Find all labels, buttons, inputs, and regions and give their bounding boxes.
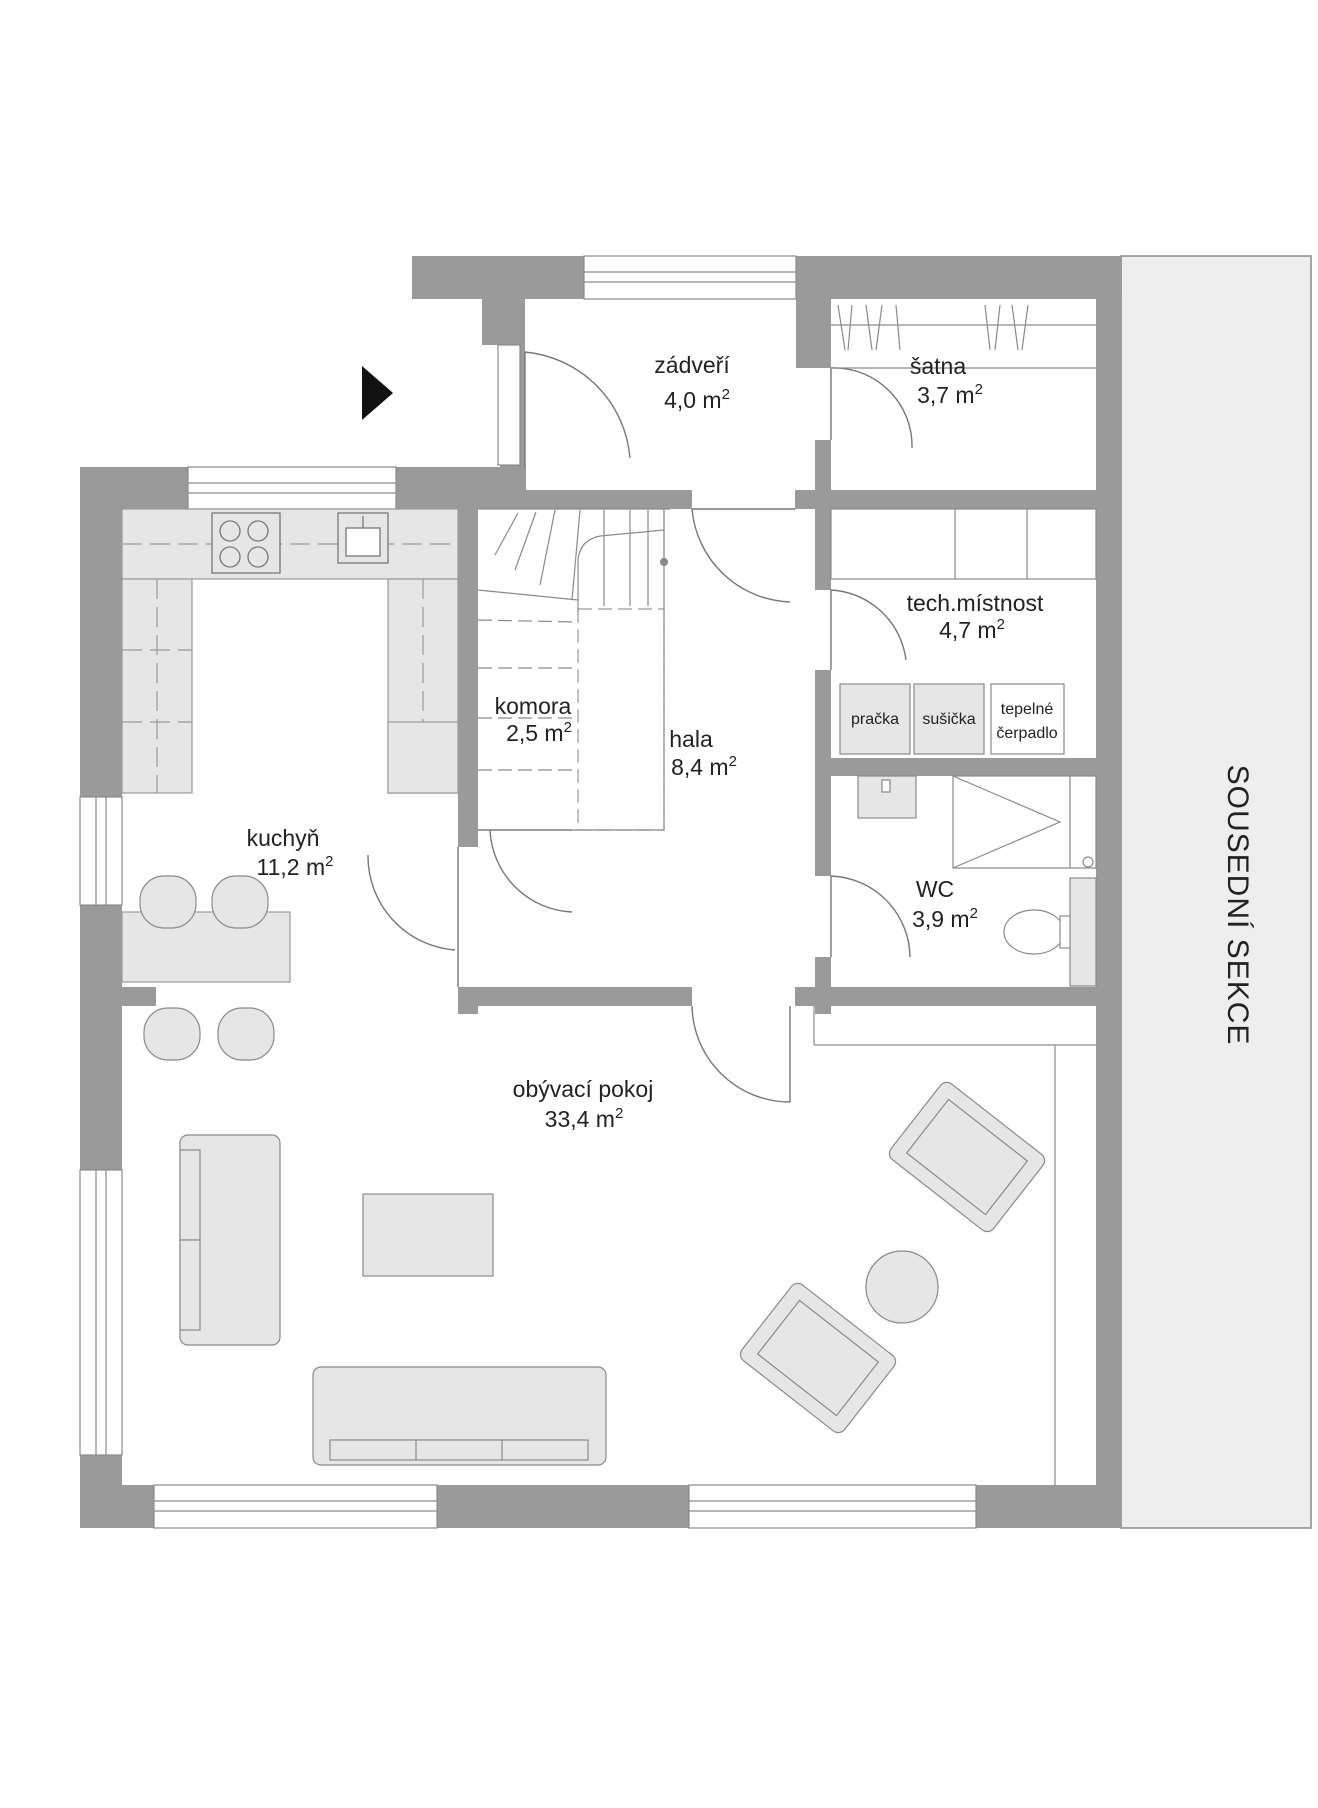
room-kuchyn-area: 11,2 m2 xyxy=(257,853,334,880)
wc-fixtures xyxy=(857,775,1097,987)
heat-pump-label-1: tepelné xyxy=(1001,701,1054,718)
room-komora-area: 2,5 m2 xyxy=(506,719,572,746)
washer xyxy=(839,683,911,755)
heat-pump xyxy=(990,683,1065,755)
room-zadveri-name: zádveří xyxy=(654,352,730,378)
tech-cabinets xyxy=(830,508,1097,580)
neighbour-section-label: SOUSEDNÍ SEKCE xyxy=(1221,765,1254,1046)
room-hala-name: hala xyxy=(669,726,713,752)
room-tech-area: 4,7 m2 xyxy=(939,616,1005,643)
doors xyxy=(367,351,913,1103)
room-wc-name: WC xyxy=(916,876,954,902)
windows xyxy=(79,255,977,1529)
kitchen-island xyxy=(121,911,291,983)
heat-pump-label-2: čerpadlo xyxy=(996,725,1057,742)
room-kuchyn-name: kuchyň xyxy=(247,825,320,851)
dryer-label: sušička xyxy=(922,711,975,728)
room-wc-area: 3,9 m2 xyxy=(912,905,978,932)
coffee-table xyxy=(362,1193,494,1277)
staircase xyxy=(477,508,670,831)
cooktop-icon xyxy=(211,512,281,574)
room-tech-name: tech.místnost xyxy=(907,590,1044,616)
room-hala-area: 8,4 m2 xyxy=(671,753,737,780)
room-obyvaci-name: obývací pokoj xyxy=(513,1076,654,1102)
room-zadveri-area: 4,0 m2 xyxy=(664,386,730,413)
washer-label: pračka xyxy=(851,711,899,728)
living-furniture xyxy=(179,1081,1046,1466)
walls xyxy=(80,256,1122,1528)
sink-icon xyxy=(337,512,389,564)
room-komora-name: komora xyxy=(495,693,572,719)
side-table xyxy=(865,1250,939,1324)
room-obyvaci-area: 33,4 m2 xyxy=(545,1105,624,1132)
wardrobe xyxy=(831,304,1096,369)
entrance-arrow-icon xyxy=(362,366,393,420)
toilet-cistern xyxy=(1069,877,1097,987)
kitchen-counters xyxy=(121,508,459,794)
entry-cupboard xyxy=(497,344,521,466)
toilet-bowl xyxy=(1003,909,1065,955)
dryer xyxy=(913,683,985,755)
room-satna-name: šatna xyxy=(910,353,966,379)
living-outline xyxy=(813,1006,1096,1485)
room-labels: zádveří 4,0 m2 šatna 3,7 m2 tech.místnos… xyxy=(247,352,1044,1132)
shower xyxy=(952,775,1071,869)
bar-stools xyxy=(139,875,275,1061)
neighbour-section xyxy=(1120,255,1312,1529)
room-satna-area: 3,7 m2 xyxy=(917,381,983,408)
tech-appliances xyxy=(839,683,1065,755)
